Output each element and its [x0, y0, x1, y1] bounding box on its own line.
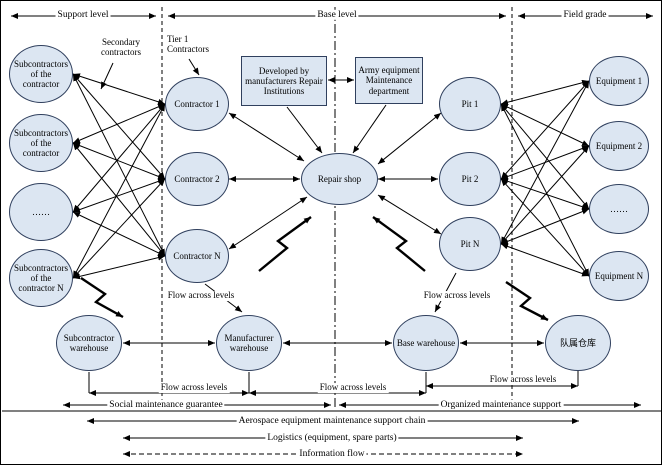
node-contractor-2: Contractor 2	[165, 152, 229, 206]
node-contractor-n: Contractor N	[165, 229, 229, 283]
node-equipment-1: Equipment 1	[589, 56, 649, 106]
support-level-label: Support level	[55, 9, 111, 21]
contractor-repairshop-connectors	[228, 112, 308, 250]
information-flow-label: Information flow	[297, 448, 367, 460]
node-pit-n: Pit N	[439, 217, 501, 271]
tier1-contractors-label: Tier 1 Contractors	[167, 34, 209, 54]
annotation-arrows	[100, 58, 200, 90]
flow-across-levels-label-1: Flow across levels	[165, 290, 237, 301]
logistics-label: Logistics (equipment, spare parts)	[265, 432, 399, 444]
secondary-contractors-label: Secondary contractors	[101, 37, 141, 57]
node-subcontractor-1: Subcontractors of the contractor	[9, 45, 73, 103]
node-subcontractor-n: Subcontractors of the contractor N	[9, 249, 73, 307]
node-equipment-dots: ……	[589, 184, 649, 234]
base-level-label: Base level	[315, 9, 359, 21]
node-unit-warehouse: 队属仓库	[545, 315, 611, 371]
node-manufacturer-warehouse: Manufacturer warehouse	[216, 315, 282, 371]
flow-across-levels-label-4: Flow across levels	[317, 382, 389, 393]
node-equipment-n: Equipment N	[589, 251, 649, 301]
node-contractor-1: Contractor 1	[165, 77, 229, 131]
node-repair-institutions-box: Developed by manufacturers Repair Instit…	[241, 56, 327, 106]
node-subcontractor-2: Subcontractors of the contractor	[9, 114, 73, 172]
flow-across-levels-label-2: Flow across levels	[421, 290, 493, 301]
organized-maintenance-label: Organized maintenance support	[438, 399, 564, 411]
field-grade-label: Field grade	[561, 9, 609, 21]
support-chain-label: Aerospace equipment maintenance support …	[236, 415, 428, 427]
bottom-flow-arrows	[88, 370, 579, 396]
node-pit-2: Pit 2	[439, 152, 501, 206]
cross-level-zigzag-arrows	[80, 216, 549, 322]
flow-across-levels-label-5: Flow across levels	[487, 374, 559, 385]
institution-box-connectors	[286, 77, 387, 154]
node-subcontractor-dots: ……	[9, 183, 73, 241]
node-army-maintenance-box: Army equipment Maintenance department	[355, 57, 423, 104]
node-subcontractor-warehouse: Subcontractor warehouse	[56, 315, 122, 371]
node-repair-shop: Repair shop	[301, 153, 378, 205]
node-equipment-2: Equipment 2	[589, 121, 649, 171]
footer-span-arrows	[63, 402, 641, 457]
flow-across-levels-label-3: Flow across levels	[158, 382, 230, 393]
social-maintenance-label: Social maintenance guarantee	[107, 399, 225, 411]
node-base-warehouse: Base warehouse	[393, 315, 459, 371]
node-pit-1: Pit 1	[439, 77, 501, 131]
left-mesh-connectors	[72, 73, 166, 280]
repairshop-pit-connectors	[377, 112, 442, 235]
warehouse-row-connectors	[123, 272, 544, 346]
right-mesh-connectors	[500, 79, 590, 277]
